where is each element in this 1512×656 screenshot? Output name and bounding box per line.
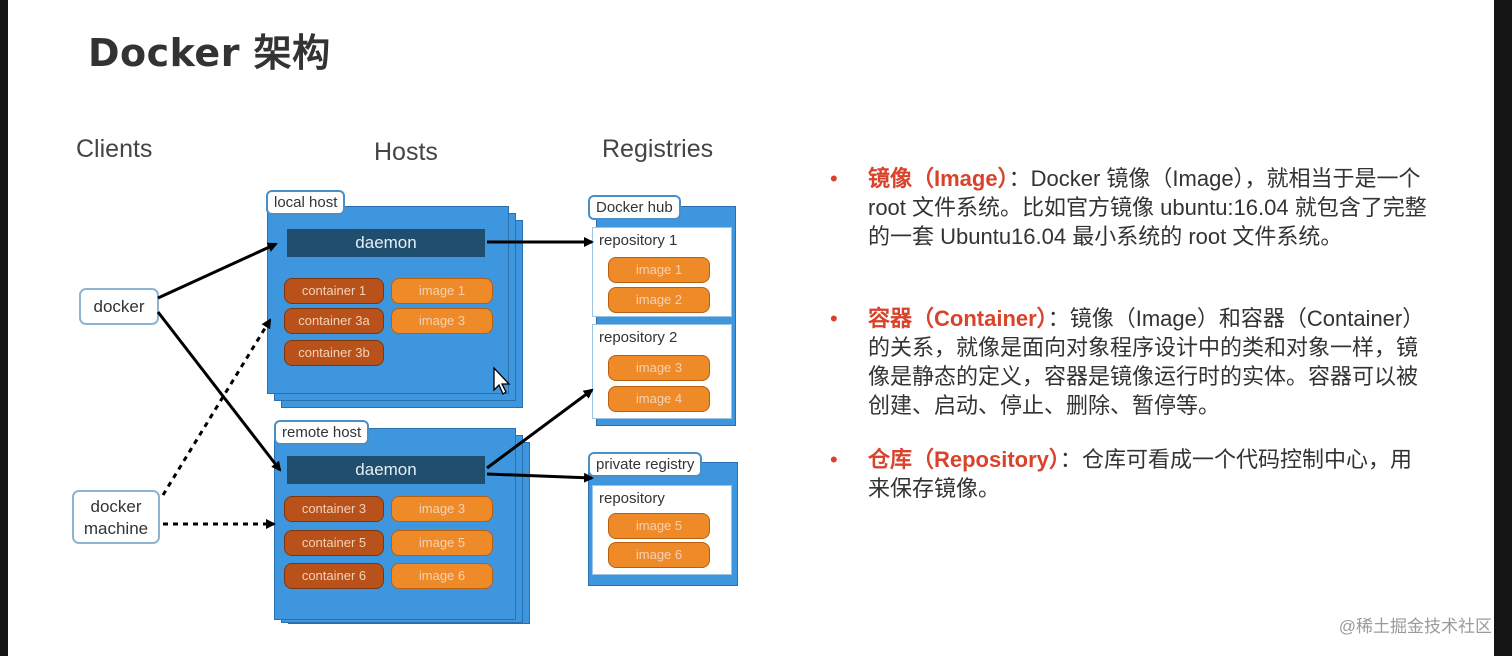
clients-heading: Clients <box>76 135 153 163</box>
hub-image-3: image 3 <box>608 355 710 381</box>
bullet-sep: ： <box>1008 166 1031 191</box>
term-repository: 仓库（Repository） <box>868 447 1060 472</box>
docker-machine-box: docker machine <box>72 490 160 544</box>
private-image-6: image 6 <box>608 542 710 568</box>
remote-daemon-bar: daemon <box>287 456 485 484</box>
remote-host-label: remote host <box>274 420 370 445</box>
hub-image-1: image 1 <box>608 257 710 283</box>
desc-container: 镜像（Image）和容器（Container）的关系，就像是面向对象程序设计中的… <box>868 306 1425 418</box>
hosts-heading: Hosts <box>374 138 438 166</box>
bullet-sep: ： <box>1047 306 1070 331</box>
remote-image-6: image 6 <box>391 563 493 589</box>
local-image-3: image 3 <box>391 308 493 334</box>
hub-image-2: image 2 <box>608 287 710 313</box>
diagram-arrows <box>156 237 594 529</box>
hub-image-4: image 4 <box>608 386 710 412</box>
desc-image: Docker 镜像（Image），就相当于是一个 root 文件系统。比如官方镜… <box>868 166 1427 249</box>
desc-repository: 仓库可看成一个代码控制中心，用来保存镜像。 <box>868 447 1412 501</box>
arrow-docker-to-local-daemon <box>157 242 278 300</box>
local-image-1: image 1 <box>391 278 493 304</box>
page-title: Docker 架构 <box>88 31 331 75</box>
remote-image-3: image 3 <box>391 496 493 522</box>
bullet-container: • 容器（Container）：镜像（Image）和容器（Container）的… <box>830 304 1430 420</box>
arrow-remote-daemon-to-private <box>486 472 594 483</box>
mouse-cursor-icon <box>493 366 511 395</box>
remote-container-5: container 5 <box>284 530 384 556</box>
registries-heading: Registries <box>602 135 714 163</box>
watermark: @稀土掘金技术社区 <box>1338 617 1492 636</box>
bullet-dot-icon: • <box>830 306 838 331</box>
repository-2-label: repository 2 <box>599 329 678 346</box>
local-container-1: container 1 <box>284 278 384 304</box>
bullet-dot-icon: • <box>830 447 838 472</box>
private-image-5: image 5 <box>608 513 710 539</box>
term-container: 容器（Container） <box>868 306 1048 331</box>
bullet-image: • 镜像（Image）：Docker 镜像（Image），就相当于是一个 roo… <box>830 164 1430 251</box>
local-container-3a: container 3a <box>284 308 384 334</box>
docker-hub-label: Docker hub <box>588 195 681 220</box>
arrow-remote-daemon-to-hub <box>486 388 594 470</box>
local-host-label: local host <box>266 190 346 215</box>
arrow-machine-to-local-host <box>161 318 272 496</box>
docker-machine-line-2: machine <box>83 519 149 538</box>
bullet-dot-icon: • <box>830 166 838 191</box>
remote-container-6: container 6 <box>284 563 384 589</box>
private-repository-label: repository <box>599 490 665 507</box>
term-image: 镜像（Image） <box>868 166 1009 191</box>
private-registry-label: private registry <box>588 452 703 477</box>
repository-1-label: repository 1 <box>599 232 678 249</box>
bullet-repository: • 仓库（Repository）：仓库可看成一个代码控制中心，用来保存镜像。 <box>830 445 1430 503</box>
docker-machine-line-1: docker <box>90 497 142 516</box>
local-container-3b: container 3b <box>284 340 384 366</box>
slide: Docker 架构 Clients Hosts Registries local… <box>8 0 1494 656</box>
remote-container-3: container 3 <box>284 496 384 522</box>
docker-client-box: docker <box>79 288 159 325</box>
local-daemon-bar: daemon <box>287 229 485 257</box>
bullet-sep: ： <box>1059 447 1082 472</box>
remote-image-5: image 5 <box>391 530 493 556</box>
arrow-docker-to-remote-daemon <box>156 311 282 472</box>
